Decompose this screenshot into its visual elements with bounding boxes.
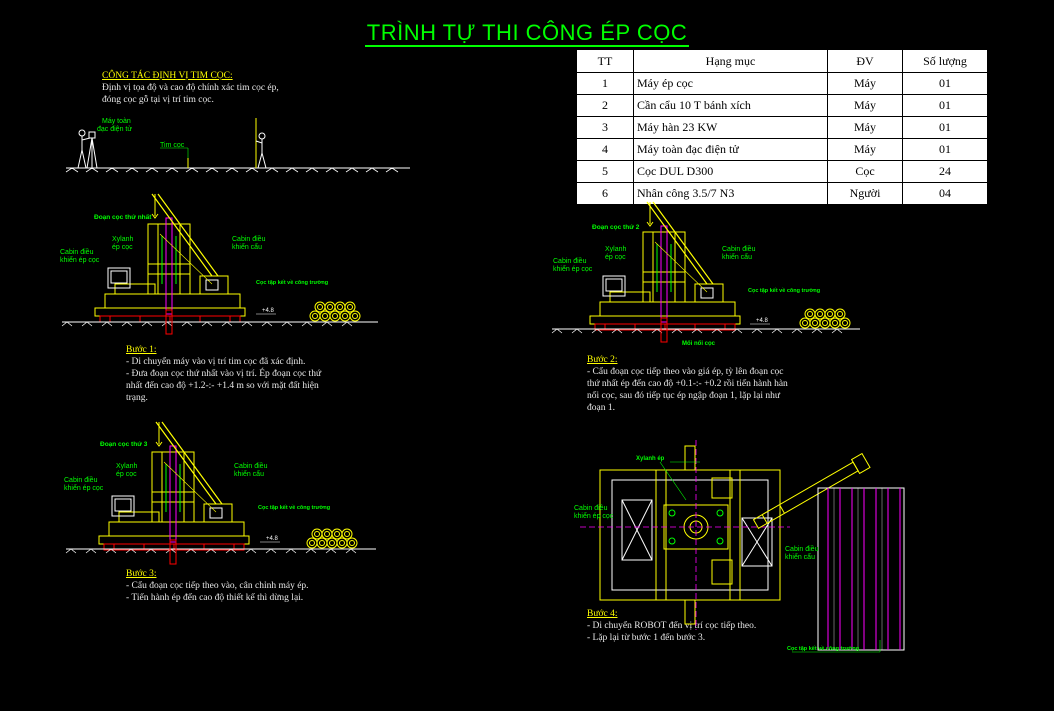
step-line: đoạn 1.: [587, 403, 615, 413]
step-2-note: Bước 2: - Cẩu đoạn cọc tiếp theo vào giá…: [587, 354, 817, 414]
table-cell: Người: [827, 182, 903, 205]
cabin-label: khiển ép cọc: [553, 265, 593, 273]
step-line: - Lặp lại từ bước 1 đến bước 3.: [587, 633, 706, 643]
jack-label: Xylanh: [116, 463, 138, 470]
step-heading: Bước 3:: [126, 569, 157, 579]
jack-label: Xylanh: [605, 246, 627, 253]
cabin-label: Cabin điều: [64, 475, 98, 484]
pile-stack-label: Cọc tập kết về công trường: [256, 279, 328, 286]
cabin-label: khiển ép cọc: [64, 484, 104, 492]
jack-label: ép cọc: [112, 244, 133, 251]
step-line: thứ nhất ép đến cao độ +0.1-:- +0.2 rồi …: [587, 379, 788, 389]
pile-stack-label: Cọc tập kết về công trường: [748, 287, 820, 294]
surveyor-icon: [77, 129, 98, 169]
table-header-row: TT Hạng mục ĐV Số lượng: [576, 49, 988, 73]
step-line: - Di chuyển máy vào vị trí tim cọc đã xá…: [126, 357, 306, 367]
pile-stack-label: Cọc tập kết về công trường: [258, 504, 330, 511]
pile-segment-label: Đoạn cọc thứ 2: [592, 224, 640, 231]
page-title: TRÌNH TỰ THI CÔNG ÉP CỌC: [364, 20, 690, 47]
cabin-label: Cabin điều: [60, 247, 94, 256]
cabin-label: khiển cẩu: [785, 553, 815, 561]
step-heading: Bước 4:: [587, 609, 618, 619]
jack-label: ép cọc: [116, 471, 137, 478]
step-line: - Cẩu đoạn cọc tiếp theo vào giá ép, tỳ …: [587, 367, 784, 377]
instrument-label: đạc điện tử: [97, 125, 132, 133]
pile-center-label: Tim cọc: [160, 142, 185, 149]
survey-line: Định vị tọa độ và cao độ chính xác tim c…: [102, 83, 279, 93]
level-label: +4.8: [262, 308, 275, 314]
cabin-label: khiển ép cọc: [574, 512, 614, 520]
instrument-label: Máy toàn: [102, 118, 131, 125]
cabin-label: Cabin điều: [574, 503, 608, 512]
cabin-label: khiển cẩu: [722, 253, 752, 261]
step-line: nối cọc, sau đó tiếp tục ép ngập đoạn 1,…: [587, 391, 780, 401]
step-line: - Đưa đoạn cọc thứ nhất vào vị trí. Ép đ…: [126, 369, 322, 379]
survey-heading: CÔNG TÁC ĐỊNH VỊ TIM CỌC:: [102, 71, 233, 81]
pile-stack-label: Cọc tập kết về công trường: [787, 645, 859, 652]
table-row: 4 Máy toàn đạc điện tử Máy 01: [576, 138, 988, 161]
survey-sketch: Máy toàn đạc điện tử Tim cọc: [65, 118, 410, 173]
survey-line: đóng cọc gỗ tại vị trí tim cọc.: [102, 95, 214, 105]
survey-note: CÔNG TÁC ĐỊNH VỊ TIM CỌC: Định vị tọa độ…: [102, 70, 279, 106]
cabin-label: Cabin điều: [785, 544, 819, 553]
cabin-label: khiển ép cọc: [60, 256, 100, 264]
step-line: - Cẩu đoạn cọc tiếp theo vào, cân chỉnh …: [126, 581, 309, 591]
cabin-label: Cabin điều: [553, 256, 587, 265]
table-cell: Nhân công 3.5/7 N3: [633, 182, 828, 205]
cabin-label: Cabin điều: [234, 461, 268, 470]
column-header: TT: [576, 49, 634, 73]
level-label: +4.8: [266, 536, 279, 542]
step-line: - Tiến hành ép đến cao độ thiết kế thì d…: [126, 593, 304, 603]
step-4-note: Bước 4: - Di chuyển ROBOT đến vị trí cọc…: [587, 608, 817, 644]
equipment-table: TT Hạng mục ĐV Số lượng 1 Máy ép cọc Máy…: [576, 49, 988, 205]
table-cell: 04: [902, 182, 988, 205]
table-cell: Cần cẩu 10 T bánh xích: [633, 94, 828, 117]
pile-segment-label: Đoạn cọc thứ 3: [100, 441, 148, 448]
cabin-label: khiển cẩu: [234, 470, 264, 478]
step-1-note: Bước 1: - Di chuyển máy vào vị trí tim c…: [126, 344, 356, 404]
step-heading: Bước 1:: [126, 345, 157, 355]
table-row: 2 Cần cẩu 10 T bánh xích Máy 01: [576, 94, 988, 117]
table-row: 6 Nhân công 3.5/7 N3 Người 04: [576, 182, 988, 205]
table-cell: Máy ép cọc: [633, 72, 828, 95]
table-cell: Máy: [827, 116, 903, 139]
step-line: - Di chuyển ROBOT đến vị trí cọc tiếp th…: [587, 621, 757, 631]
pile-segment-label: Đoạn cọc thứ nhất: [94, 213, 152, 221]
table-row: 5 Cọc DUL D300 Cọc 24: [576, 160, 988, 183]
cabin-label: khiển cẩu: [232, 243, 262, 251]
level-label: +4.8: [756, 318, 769, 324]
table-row: 3 Máy hàn 23 KW Máy 01: [576, 116, 988, 139]
step-line: nhất đến cao độ +1.2-:- +1.4 m so với mặ…: [126, 381, 319, 391]
staff-holder-icon: [255, 118, 267, 169]
step-3-note: Bước 3: - Cẩu đoạn cọc tiếp theo vào, câ…: [126, 568, 356, 604]
step-line: trạng.: [126, 393, 148, 403]
joint-label: Mối nối cọc: [682, 340, 716, 347]
table-cell: 01: [902, 94, 988, 117]
column-header: ĐV: [827, 49, 903, 73]
step-3-diagram: Đoạn cọc thứ 3 Cabin điều khiển ép cọc X…: [64, 421, 376, 565]
step-4-plan-diagram: Xylanh ép Cabin điều khiển ép cọc Cabin …: [574, 440, 905, 653]
step-heading: Bước 2:: [587, 355, 618, 365]
jack-label: Xylanh: [112, 236, 134, 243]
step-2-diagram: Đoạn cọc thứ 2 Cabin điều khiển ép cọc X…: [551, 201, 860, 347]
cabin-label: Cabin điều: [722, 244, 756, 253]
cabin-label: Cabin điều: [232, 234, 266, 243]
jack-label: ép cọc: [605, 254, 626, 261]
cylinder-label: Xylanh ép: [636, 456, 665, 462]
step-1-diagram: Đoạn cọc thứ nhất Cabin điều khiển ép cọ…: [60, 193, 378, 335]
